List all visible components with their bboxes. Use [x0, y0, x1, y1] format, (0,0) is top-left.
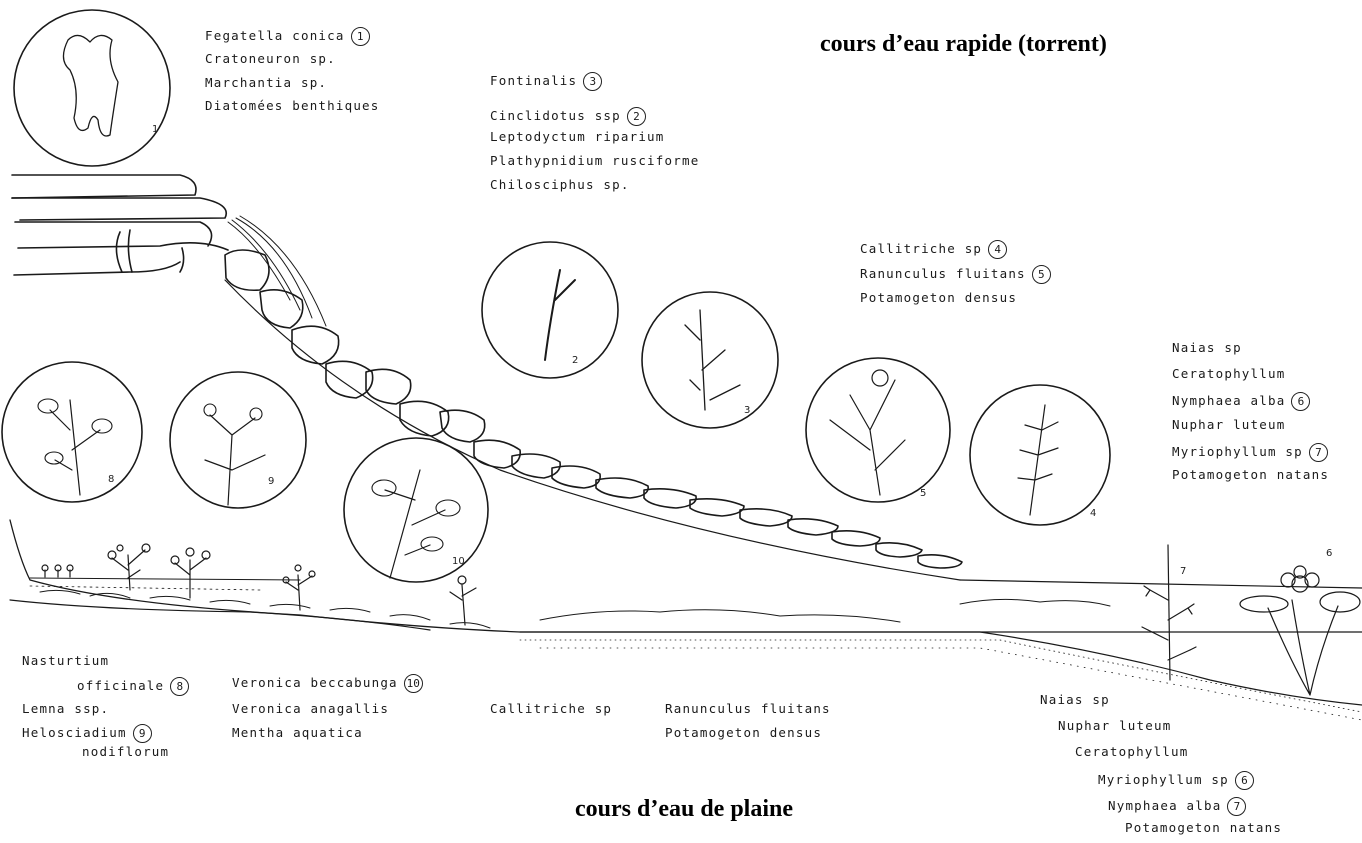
label-marchantia: Marchantia sp. [205, 77, 327, 90]
circle-number-1: 1 [152, 124, 158, 135]
label-potamogeton-densus-bottom: Potamogeton densus [665, 727, 822, 740]
circle-number-3: 3 [744, 405, 750, 416]
label-naias: Naias sp [1172, 342, 1242, 355]
title-torrent: cours d’eau rapide (torrent) [820, 32, 1107, 56]
circle-1 [14, 10, 170, 166]
label-veronica-anagallis: Veronica anagallis [232, 703, 389, 716]
circle-number-8: 8 [108, 474, 114, 485]
label-nuphar: Nuphar luteum [1172, 419, 1285, 432]
label-chilosciphus: Chilosciphus sp. [490, 179, 630, 192]
circle-number-4: 4 [1090, 508, 1096, 519]
waterfall [228, 216, 326, 326]
label-potamogeton-natans: Potamogeton natans [1172, 469, 1329, 482]
label-naias-bottom: Naias sp [1040, 694, 1110, 707]
shoreline-plants [42, 544, 1360, 695]
label-diatomees: Diatomées benthiques [205, 100, 380, 113]
label-nasturtium: Nasturtium [22, 655, 109, 668]
slope-boulders [225, 250, 962, 580]
circle-number-5: 5 [920, 488, 926, 499]
circle-number-10: 10 [452, 556, 465, 567]
label-ranunculus-bottom: Ranunculus fluitans [665, 703, 831, 716]
label-nuphar-bottom: Nuphar luteum [1058, 720, 1171, 733]
circle-number-7: 7 [1180, 566, 1186, 577]
label-nodiflorum: nodiflorum [82, 746, 169, 759]
ground-profile [10, 520, 1362, 720]
label-potamogeton-natans-bottom: Potamogeton natans [1125, 822, 1282, 835]
circle-10 [344, 438, 488, 582]
label-callitriche-bottom: Callitriche sp [490, 703, 612, 716]
label-potamogeton-densus: Potamogeton densus [860, 292, 1017, 305]
circle-8 [2, 362, 142, 502]
label-leptodyctum: Leptodyctum riparium [490, 131, 665, 144]
label-ceratophyllum: Ceratophyllum [1172, 368, 1285, 381]
rock-ledges [12, 175, 228, 275]
title-plaine: cours d’eau de plaine [575, 797, 793, 821]
label-plathypnidium: Plathypnidium rusciforme [490, 155, 699, 168]
circle-9 [170, 372, 306, 508]
circle-number-6: 6 [1326, 548, 1332, 559]
label-mentha: Mentha aquatica [232, 727, 363, 740]
circle-number-2: 2 [572, 355, 578, 366]
label-cratoneuron: Cratoneuron sp. [205, 53, 336, 66]
label-lemna: Lemna ssp. [22, 703, 109, 716]
label-ceratophyllum-bottom: Ceratophyllum [1075, 746, 1188, 759]
circle-number-9: 9 [268, 476, 274, 487]
circle-2 [482, 242, 618, 378]
circle-4 [970, 385, 1110, 525]
circle-3 [642, 292, 778, 428]
